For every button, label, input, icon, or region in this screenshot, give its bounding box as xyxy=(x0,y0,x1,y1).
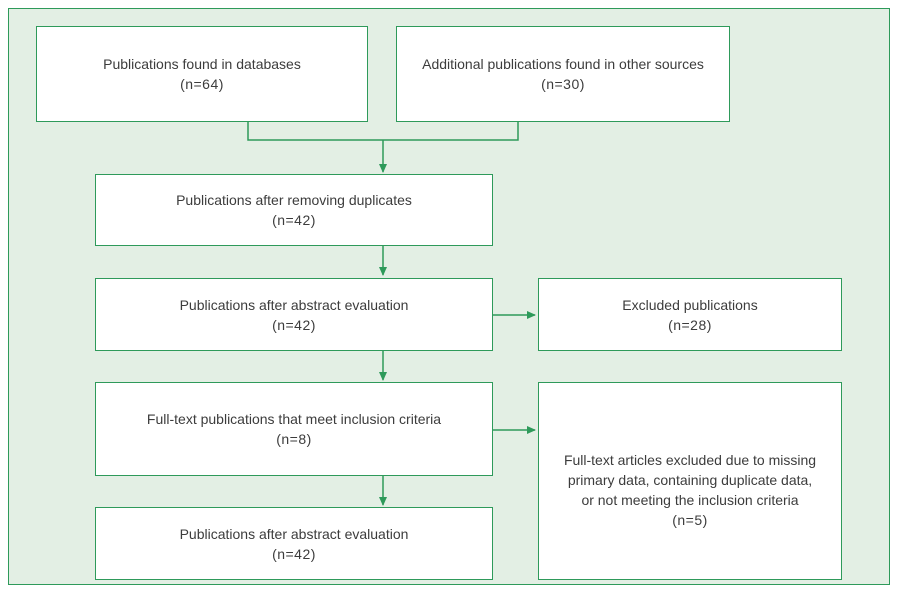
box-full-text-excluded-count: (n=5) xyxy=(672,512,708,528)
box-databases-label: Publications found in databases xyxy=(103,56,301,72)
box-after-abstract: Publications after abstract evaluation (… xyxy=(95,278,493,351)
box-full-text-label: Full-text publications that meet inclusi… xyxy=(146,411,442,427)
box-final-count: (n=42) xyxy=(272,545,316,562)
box-excluded-label: Excluded publications xyxy=(622,296,758,313)
box-other-sources-label: Additional publications found in other s… xyxy=(422,56,704,72)
box-after-duplicates-count: (n=42) xyxy=(272,212,316,228)
box-excluded: Excluded publications (n=28) xyxy=(538,278,842,351)
box-databases: Publications found in databases (n=64) xyxy=(36,26,368,122)
box-after-abstract-count: (n=42) xyxy=(272,316,316,333)
box-full-text-excluded-line-2: primary data, containing duplicate data, xyxy=(567,472,813,488)
box-full-text-count: (n=8) xyxy=(276,431,312,447)
box-final-label: Publications after abstract evaluation xyxy=(179,525,409,542)
box-other-sources: Additional publications found in other s… xyxy=(396,26,730,122)
box-full-text-excluded-line-3: or not meeting the inclusion criteria xyxy=(581,492,799,508)
box-full-text-excluded-line-1: Full-text articles excluded due to missi… xyxy=(563,452,817,468)
box-final: Publications after abstract evaluation (… xyxy=(95,507,493,580)
box-after-abstract-label: Publications after abstract evaluation xyxy=(179,296,409,313)
box-databases-count: (n=64) xyxy=(180,76,224,92)
box-full-text-excluded: Full-text articles excluded due to missi… xyxy=(538,382,842,580)
box-other-sources-count: (n=30) xyxy=(541,76,585,92)
box-excluded-count: (n=28) xyxy=(668,316,712,333)
merge-connector xyxy=(247,122,519,141)
box-after-duplicates-label: Publications after removing duplicates xyxy=(176,192,412,208)
box-after-duplicates: Publications after removing duplicates (… xyxy=(95,174,493,246)
box-full-text: Full-text publications that meet inclusi… xyxy=(95,382,493,476)
